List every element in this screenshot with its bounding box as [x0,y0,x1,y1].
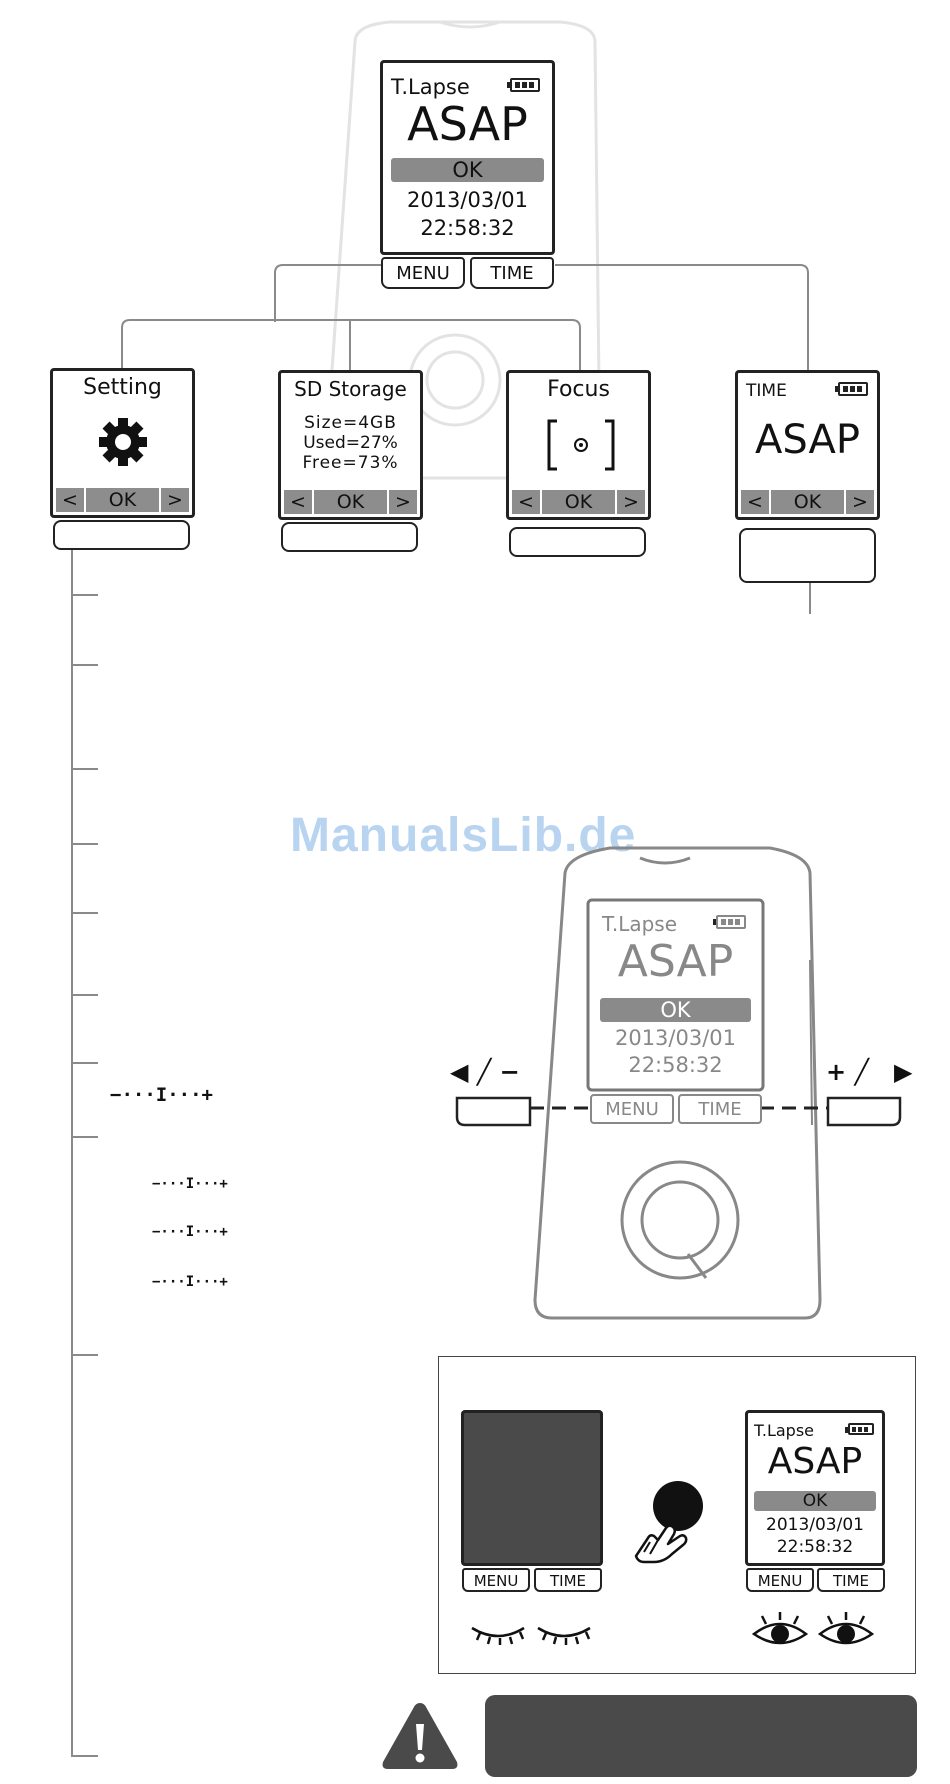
hand-press-icon [634,1481,703,1564]
sd-storage-screen[interactable]: SD Storage Size=4GB Used=27% Free=73% < … [278,370,423,520]
adjust-slider: −···I···+ [152,1176,228,1192]
screen-off-display [461,1410,603,1566]
nav-bar: < OK > [741,490,874,514]
off-time-button[interactable]: TIME [534,1568,602,1592]
on-mode-label: T.Lapse [754,1421,815,1440]
screen-title: Focus [547,377,610,402]
device-date: 2013/03/01 [614,1026,737,1050]
device-mode-value: ASAP [617,936,734,987]
warning-triangle-icon [382,1703,458,1769]
prev-arrow[interactable]: < [741,490,771,514]
battery-icon [713,915,746,929]
screen-title: SD Storage [294,377,407,401]
battery-icon [507,78,540,92]
on-date: 2013/03/01 [766,1515,864,1535]
tree-branch [72,594,98,596]
device-time-button[interactable]: TIME [678,1094,762,1124]
prev-arrow[interactable]: < [56,488,86,512]
nav-bar: < OK > [56,488,189,512]
focus-label-box [509,527,646,557]
warning-note-box [485,1695,917,1777]
watermark: ManualsLib.de [290,809,637,862]
battery-icon [835,382,868,396]
device-menu-button[interactable]: MENU [590,1094,674,1124]
ok-label[interactable]: OK [793,491,822,513]
next-arrow[interactable]: > [615,490,645,514]
tree-branch [72,1062,98,1064]
sd-used: Used=27% [303,433,398,453]
setting-label-box [53,520,190,550]
wake-panel [438,1356,916,1674]
device-mode-label: T.Lapse [602,912,678,936]
on-ok-bar: OK [754,1491,876,1511]
focus-bracket-icon [547,419,615,471]
ok-label[interactable]: OK [108,489,137,511]
on-time: 22:58:32 [776,1537,854,1557]
time-display: 22:58:32 [420,216,515,240]
right-plus-key-label: + ╱ ▶ [826,1058,913,1086]
sd-free: Free=73% [302,453,399,473]
adjust-slider: −···I···+ [152,1224,228,1240]
on-mode-value: ASAP [767,1441,863,1482]
tree-branch [72,912,98,914]
next-arrow[interactable]: > [387,490,417,514]
next-arrow[interactable]: > [844,490,874,514]
focus-screen[interactable]: Focus < OK > [506,370,651,520]
tree-branch [72,768,98,770]
prev-arrow[interactable]: < [284,490,314,514]
open-eye-icon [751,1612,875,1645]
tree-branch [72,994,98,996]
left-minus-key-label: ◀ ╱ − [450,1058,520,1086]
time-screen[interactable]: TIME ASAP < OK > [735,370,880,520]
device-ok-bar: OK [600,998,751,1022]
mode-label: T.Lapse [391,75,470,99]
device-screen-content: T.Lapse ASAP OK 2013/03/01 22:58:32 [588,900,763,1090]
adjust-slider: −···I···+ [110,1084,213,1106]
tree-branch [72,1354,98,1356]
nav-bar: < OK > [512,490,645,514]
on-time-button[interactable]: TIME [817,1568,885,1592]
off-menu-button[interactable]: MENU [462,1568,530,1592]
mode-value: ASAP [407,97,528,151]
nav-bar: < OK > [284,490,417,514]
gear-icon [99,418,147,466]
battery-icon [845,1423,874,1435]
sd-size: Size=4GB [304,413,397,433]
tree-branch [72,1136,98,1138]
ok-label[interactable]: OK [336,491,365,513]
main-lcd-screen: T.Lapse ASAP OK 2013/03/01 22:58:32 [380,60,555,255]
time-value: ASAP [755,417,860,463]
device-time: 22:58:32 [628,1053,723,1077]
tree-branch [72,843,98,845]
setting-screen[interactable]: Setting < OK > [50,368,195,518]
closed-eye-icon [471,1626,591,1645]
ok-label[interactable]: OK [564,491,593,513]
menu-button[interactable]: MENU [381,257,465,289]
on-menu-button[interactable]: MENU [746,1568,814,1592]
tree-branch [72,664,98,666]
adjust-slider: −···I···+ [152,1274,228,1290]
time-label-box [739,528,876,583]
screen-on-display: T.Lapse ASAP OK 2013/03/01 22:58:32 [745,1410,885,1566]
sd-storage-label-box [281,522,418,552]
prev-arrow[interactable]: < [512,490,542,514]
screen-title: Setting [83,375,162,400]
screen-title: TIME [746,381,787,401]
ok-bar: OK [391,158,544,182]
next-arrow[interactable]: > [159,488,189,512]
date-display: 2013/03/01 [406,188,529,212]
time-button[interactable]: TIME [470,257,554,289]
